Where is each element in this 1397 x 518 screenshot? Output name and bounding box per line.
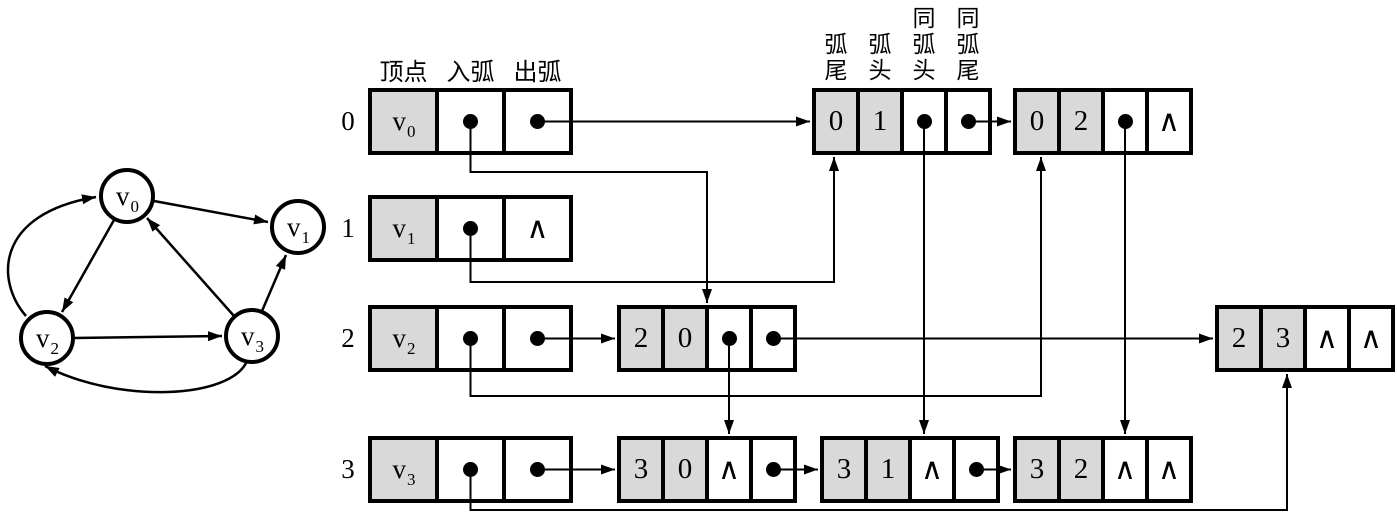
null-symbol: ∧ [1158,451,1180,487]
vertex-label-v2: v2 [36,323,59,358]
tailvex-cell: 0 [1013,88,1061,155]
vertex-node-2: v2 [368,305,573,372]
headvex-cell: 2 [1057,88,1105,155]
graph-edges [6,194,288,394]
header-arc-head: 弧头 [868,32,892,83]
hlink-cell: ∧ [908,436,956,503]
edge-v2-v0-curve [6,194,97,317]
edge-v2-v3 [73,331,223,342]
edge-v3-v0 [146,217,235,317]
headvex-cell: 1 [864,436,912,503]
header-vertex: 顶点 [379,60,428,86]
firstin-cell [435,436,506,503]
arc-node-3-1: 3 1 ∧ [820,436,1000,503]
arc-node-3-0: 3 0 ∧ [617,436,797,503]
vertex-data-cell: v2 [368,305,439,372]
vertex-label-v0: v0 [116,181,139,216]
pointer-dot [765,462,781,477]
firstout-cell: ∧ [502,195,573,262]
edge-v0-v2 [60,219,116,313]
firstout-cell [502,305,573,372]
pointer-dot [916,114,932,129]
vertex-label-v3: v3 [241,321,264,356]
vertex-node-1: v1 ∧ [368,195,573,262]
arc-node-0-1: 0 1 [812,88,992,155]
tailvex-cell: 2 [1215,305,1263,372]
vertex-node-0: v0 [368,88,573,155]
null-symbol: ∧ [718,451,740,487]
edge-v3-v1 [260,254,288,312]
null-symbol: ∧ [921,451,943,487]
vertex-label-v1: v1 [287,212,310,247]
null-symbol: ∧ [1114,451,1136,487]
headvex-cell: 2 [1057,436,1105,503]
tlink-cell: ∧ [1145,436,1193,503]
pointer-dot [530,462,545,477]
null-symbol: ∧ [1360,320,1382,356]
pointer-dot [463,462,478,477]
tailvex-cell: 2 [617,305,665,372]
hlink-cell: ∧ [1101,436,1149,503]
headvex-cell: 0 [661,436,709,503]
hlink-cell [1101,88,1149,155]
arc-node-0-2: 0 2 ∧ [1013,88,1193,155]
hlink-cell: ∧ [705,436,753,503]
header-in-arc: 入弧 [446,60,495,86]
pointer-dot [463,221,478,236]
tailvex-cell: 3 [1013,436,1061,503]
tlink-cell: ∧ [1145,88,1193,155]
null-symbol: ∧ [1316,320,1338,356]
pointer-dot [765,331,781,346]
pointer-dot [1117,114,1133,129]
tailvex-cell: 0 [812,88,860,155]
pointer-dot [968,462,984,477]
pointer-dot [960,114,976,129]
hlink-cell [705,305,753,372]
header-arc-tail: 弧尾 [824,32,848,83]
arc-node-2-0: 2 0 [617,305,797,372]
row-label-2: 2 [341,323,355,353]
null-symbol: ∧ [1158,103,1180,139]
firstin-cell [435,195,506,262]
edge-v0-v1 [153,199,269,225]
edge-v3-v2-curve [44,360,249,394]
tlink-cell: ∧ [1347,305,1395,372]
tailvex-cell: 3 [617,436,665,503]
firstin-cell [435,88,506,155]
arc-node-2-3: 2 3 ∧ ∧ [1215,305,1395,372]
vertex-data-cell: v0 [368,88,439,155]
header-same-head: 同弧头 [912,6,936,83]
headvex-cell: 1 [856,88,904,155]
firstout-cell [502,436,573,503]
pointer-dot [721,331,737,346]
tlink-cell [749,436,797,503]
firstout-cell [502,88,573,155]
vertex-data-cell: v3 [368,436,439,503]
header-same-tail: 同弧尾 [956,6,980,83]
vertex-node-3: v3 [368,436,573,503]
row-label-3: 3 [341,454,355,484]
pointer-dot [530,114,545,129]
firstin-cell [435,305,506,372]
headvex-cell: 3 [1259,305,1307,372]
tailvex-cell: 3 [820,436,868,503]
headvex-cell: 0 [661,305,709,372]
row-label-1: 1 [341,213,355,243]
tlink-cell [749,305,797,372]
arc-node-3-2: 3 2 ∧ ∧ [1013,436,1193,503]
pointer-dot [463,331,478,346]
null-symbol: ∧ [526,210,549,246]
hlink-cell [900,88,948,155]
header-out-arc: 出弧 [513,60,562,86]
vertex-data-cell: v1 [368,195,439,262]
hlink-cell: ∧ [1303,305,1351,372]
pointer-dot [530,331,545,346]
tlink-cell [944,88,992,155]
tlink-cell [952,436,1000,503]
pointer-dot [463,114,478,129]
row-label-0: 0 [341,106,355,136]
